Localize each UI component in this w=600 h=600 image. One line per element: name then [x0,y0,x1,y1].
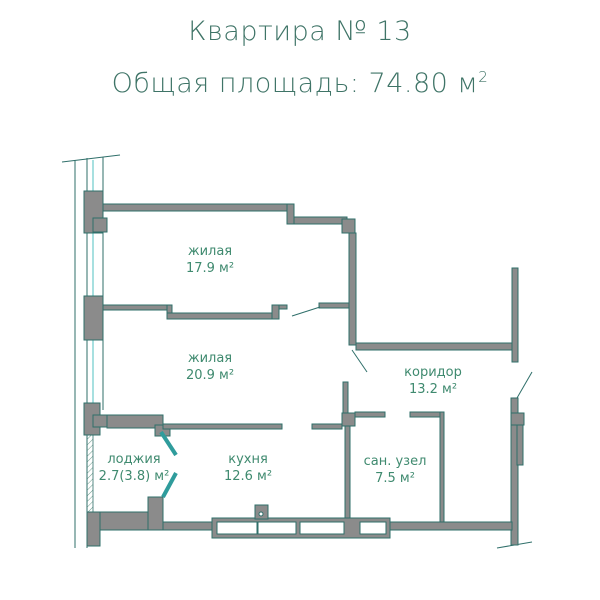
room-loggia: лоджия 2.7(3.8) м² [99,452,170,484]
room-area: 2.7(3.8) м² [99,469,170,484]
room-name: кухня [228,452,268,467]
room-kitchen: кухня 12.6 м² [224,452,272,484]
room-corridor: коридор 13.2 м² [404,365,462,397]
room-name: жилая [188,244,232,259]
room-name: коридор [404,365,462,380]
room-area: 17.9 м² [186,261,234,276]
room-area: 12.6 м² [224,469,272,484]
doors-windows [159,306,533,498]
walls [83,190,525,547]
room-name: жилая [188,351,232,366]
total-area-label: Общая площадь: 74.80 м [111,68,479,99]
room-area: 20.9 м² [186,368,234,383]
room-area: 13.2 м² [409,382,457,397]
room-area: 7.5 м² [375,471,415,486]
room-bathroom: сан. узел 7.5 м² [364,454,427,486]
apartment-title: Квартира № 13 [188,16,412,47]
area-superscript: 2 [478,68,489,86]
room-living-1: жилая 17.9 м² [186,244,234,276]
room-name: лоджия [107,452,160,467]
exterior-facade [61,154,533,549]
room-name: сан. узел [364,454,427,469]
total-area: Общая площадь: 74.80 м2 [0,68,600,99]
room-living-2: жилая 20.9 м² [186,351,234,383]
